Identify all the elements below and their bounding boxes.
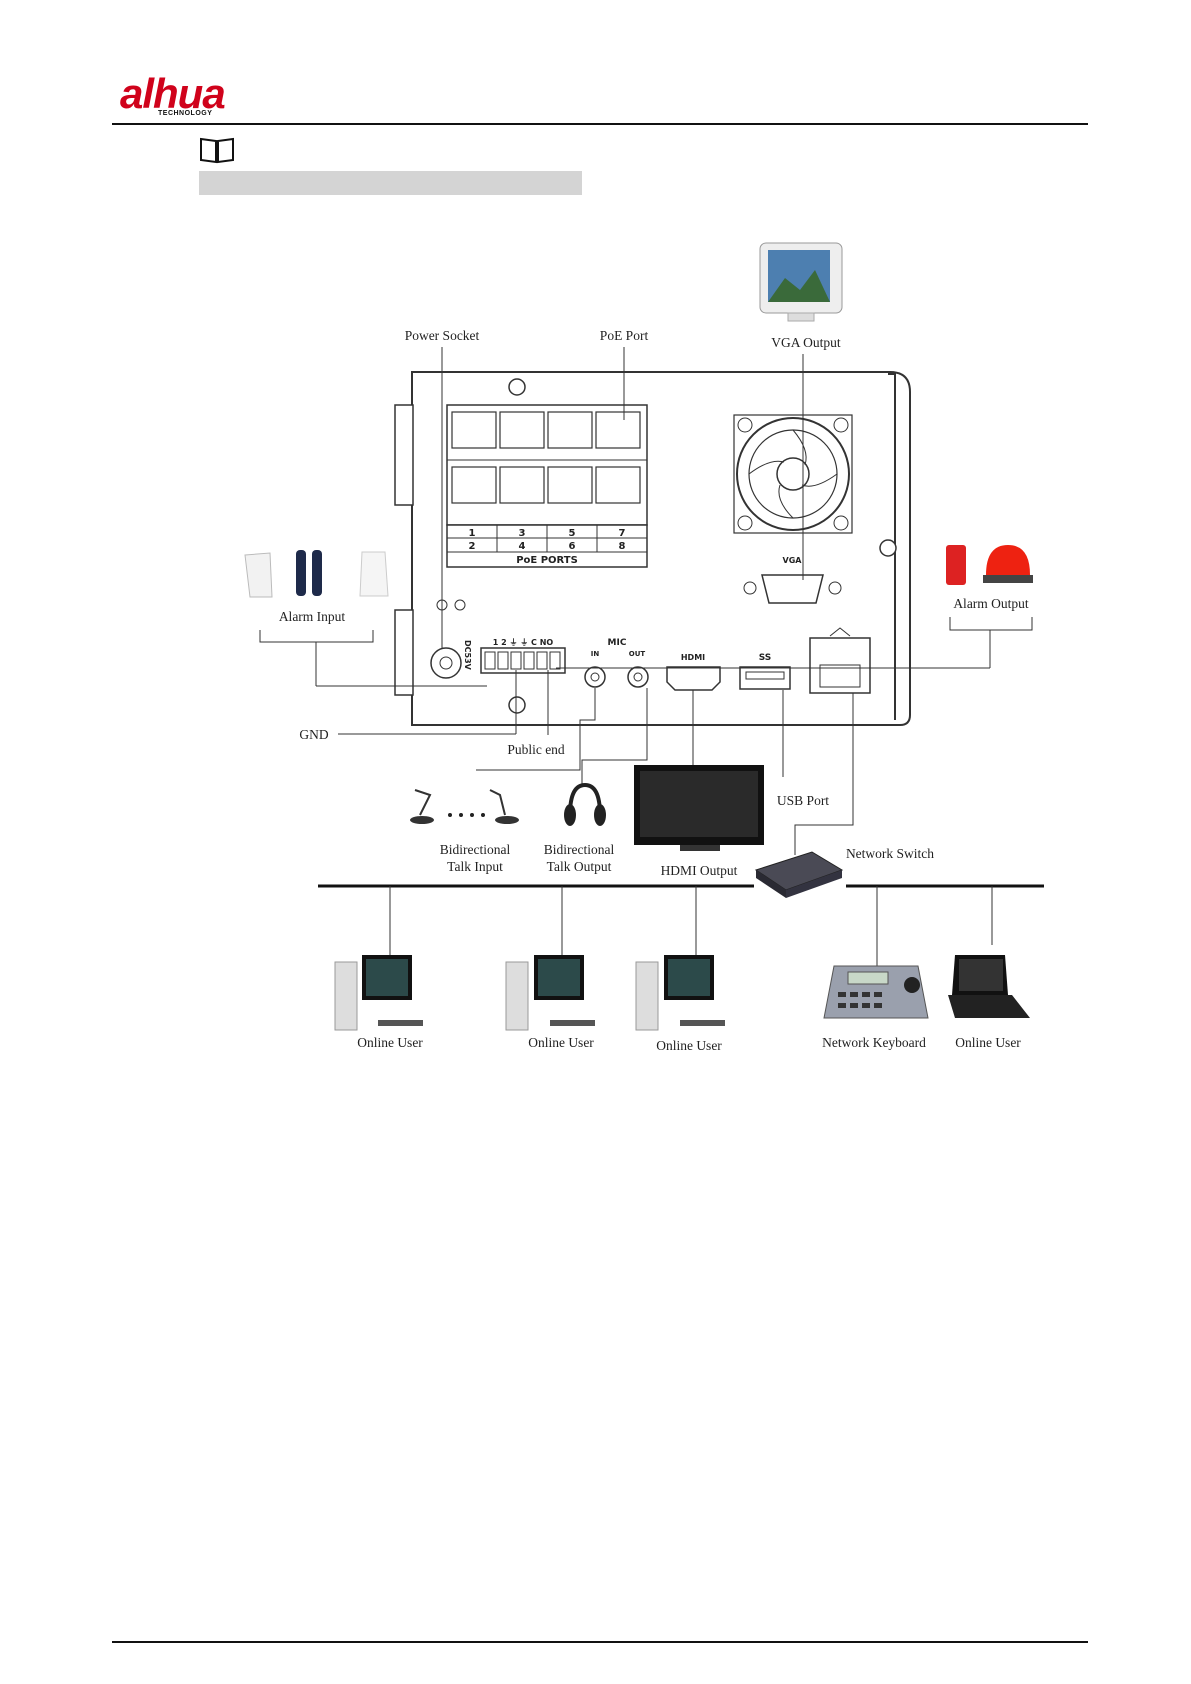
connection-lines	[259, 347, 1033, 855]
headphones-image	[564, 782, 606, 826]
alarm-terminal-block: 1 2 ⏚ ⏚ C NO	[480, 638, 566, 674]
poe-ports-label: PoE PORTS	[516, 555, 578, 566]
poe-number-2: 2	[469, 541, 476, 552]
brand-logo: alhua TECHNOLOGY	[120, 70, 260, 120]
label-alarm-output: Alarm Output	[953, 596, 1029, 611]
usb-port: SS	[739, 653, 791, 690]
alarm-input-devices	[244, 550, 389, 598]
label-poe-port: PoE Port	[599, 328, 649, 343]
label-network-switch: Network Switch	[845, 846, 935, 861]
label-bidir-talk-output-line2: Talk Output	[546, 859, 612, 874]
mic-label: MIC	[608, 638, 627, 648]
vga-port-label: VGA	[783, 556, 803, 565]
microphones-image	[410, 789, 519, 824]
alarm-output-devices	[946, 545, 1033, 585]
poe-port-block: 1 3 5 7 2 4 6 8 PoE PORTS	[446, 404, 648, 568]
note-book-icon	[200, 137, 234, 164]
label-bidir-talk-input-line1: Bidirectional	[439, 842, 511, 857]
label-gnd: GND	[299, 727, 329, 742]
brand-logo-text: alhua	[120, 70, 226, 117]
hdmi-tv-image	[634, 765, 764, 851]
label-network-keyboard: Network Keyboard	[822, 1035, 926, 1050]
label-vga-output: VGA Output	[771, 335, 841, 350]
poe-number-3: 3	[519, 528, 526, 539]
mic-in-label: IN	[591, 650, 600, 658]
usb-port-label: SS	[759, 653, 772, 663]
network-keyboard-image	[823, 965, 929, 1019]
label-bidir-talk-output-line1: Bidirectional	[543, 842, 615, 857]
dc-label: DC53V	[463, 640, 472, 671]
label-bidir-talk-input-line2: Talk Input	[447, 859, 503, 874]
online-user-pc-1	[334, 955, 423, 1031]
poe-number-4: 4	[519, 541, 526, 552]
poe-number-6: 6	[569, 541, 576, 552]
mic-out-label: OUT	[629, 650, 646, 658]
label-alarm-input: Alarm Input	[278, 609, 346, 624]
label-online-user-2: Online User	[528, 1035, 594, 1050]
network-port	[809, 627, 871, 694]
poe-number-7: 7	[619, 528, 626, 539]
network-switch-image	[754, 851, 844, 898]
hdmi-port: HDMI	[666, 653, 721, 691]
poe-number-5: 5	[569, 528, 576, 539]
online-user-laptop	[948, 955, 1030, 1018]
poe-number-1: 1	[469, 528, 476, 539]
vga-port: VGA	[743, 556, 842, 604]
hdmi-port-label: HDMI	[681, 653, 705, 662]
label-public-end: Public end	[507, 742, 565, 757]
label-online-user-3: Online User	[656, 1038, 722, 1053]
power-socket: DC53V	[430, 599, 472, 679]
label-online-user-1: Online User	[357, 1035, 423, 1050]
note-highlight-bar	[199, 171, 582, 195]
brand-logo-subtext: TECHNOLOGY	[158, 110, 213, 117]
online-user-pc-3	[635, 955, 725, 1031]
footer-rule	[112, 1641, 1088, 1643]
label-online-user-4: Online User	[955, 1035, 1021, 1050]
header-rule	[112, 123, 1088, 125]
label-power-socket: Power Socket	[404, 328, 480, 343]
poe-number-8: 8	[619, 541, 626, 552]
vga-monitor-image	[759, 242, 843, 322]
mic-jacks: MIC IN OUT	[584, 638, 649, 688]
alarm-terminal-label: 1 2 ⏚ ⏚ C NO	[493, 638, 554, 647]
label-usb-port: USB Port	[776, 793, 830, 808]
online-user-pc-2	[505, 955, 595, 1031]
network-drop-lines	[389, 886, 993, 970]
label-hdmi-output: HDMI Output	[660, 863, 738, 878]
cooling-fan	[733, 414, 853, 534]
